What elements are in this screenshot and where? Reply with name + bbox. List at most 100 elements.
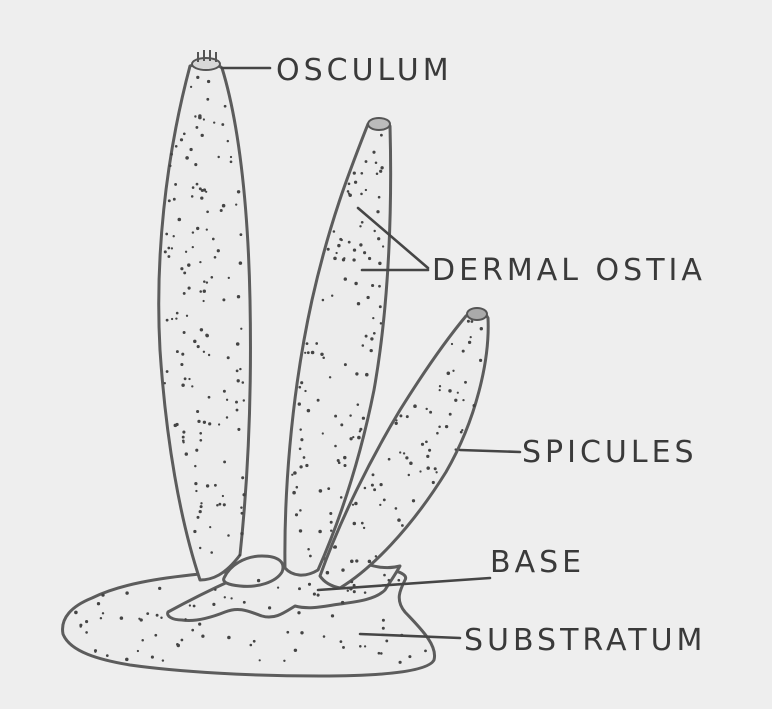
ostium-dot bbox=[352, 504, 354, 506]
ostium-dot bbox=[347, 190, 350, 193]
ostium-dot bbox=[174, 183, 177, 186]
ostium-dot bbox=[200, 196, 203, 199]
ostium-dot bbox=[315, 342, 318, 345]
ostium-dot bbox=[397, 518, 401, 522]
ostium-dot bbox=[239, 368, 241, 370]
ostium-dot bbox=[322, 432, 324, 434]
ostium-dot bbox=[320, 353, 323, 356]
ostium-dot bbox=[190, 86, 192, 88]
ostium-dot bbox=[230, 160, 233, 163]
ostium-dot bbox=[473, 404, 476, 407]
ostium-dot bbox=[125, 658, 129, 662]
ostium-dot bbox=[192, 246, 194, 248]
ostium-dot bbox=[199, 547, 201, 549]
ostium-dot bbox=[354, 502, 358, 506]
ostium-dot bbox=[319, 489, 323, 493]
ostium-dot bbox=[224, 105, 227, 108]
ostium-dot bbox=[191, 195, 194, 198]
ostium-dot bbox=[237, 379, 240, 382]
ostium-dot bbox=[436, 432, 439, 435]
ostium-dot bbox=[237, 190, 240, 193]
ostium-dot bbox=[429, 411, 432, 414]
ostium-dot bbox=[298, 402, 301, 405]
ostium-dot bbox=[194, 482, 197, 485]
ostium-dot bbox=[338, 461, 341, 464]
ostium-dot bbox=[170, 153, 173, 156]
ostium-dot bbox=[395, 419, 397, 421]
ostium-dot bbox=[167, 255, 170, 258]
ostium-dot bbox=[240, 328, 242, 330]
ostium-dot bbox=[277, 586, 279, 588]
ostium-dot bbox=[175, 317, 177, 319]
ostium-dot bbox=[198, 623, 201, 626]
ostium-dot bbox=[164, 382, 166, 384]
ostium-dot bbox=[426, 466, 430, 470]
ostium-dot bbox=[178, 218, 182, 222]
ostium-dot bbox=[347, 589, 349, 591]
ostium-dot bbox=[85, 631, 88, 634]
ostium-dot bbox=[174, 424, 178, 428]
ostium-dot bbox=[372, 473, 375, 476]
ostium-dot bbox=[209, 526, 211, 528]
ostium-dot bbox=[203, 290, 206, 293]
ostium-dot bbox=[403, 452, 405, 454]
ostium-dot bbox=[196, 183, 199, 186]
ostium-dot bbox=[377, 237, 380, 240]
ostium-dot bbox=[348, 192, 350, 194]
ostium-dot bbox=[168, 199, 171, 202]
ostium-dot bbox=[419, 470, 421, 472]
ostium-dot bbox=[239, 554, 241, 556]
ostium-dot bbox=[201, 635, 204, 638]
ostium-dot bbox=[203, 421, 206, 424]
ostium-dot bbox=[201, 134, 204, 137]
ostium-dot bbox=[165, 233, 168, 236]
ostium-dot bbox=[357, 436, 361, 440]
ostium-dot bbox=[137, 650, 139, 652]
ostium-dot bbox=[240, 532, 243, 535]
ostium-dot bbox=[468, 341, 471, 344]
ostium-dot bbox=[199, 261, 201, 263]
ostium-dot bbox=[298, 587, 301, 590]
ostium-dot bbox=[307, 548, 310, 551]
ostium-dot bbox=[323, 635, 326, 638]
ostium-dot bbox=[191, 629, 194, 632]
ostium-dot bbox=[180, 267, 183, 270]
ostium-dot bbox=[359, 225, 361, 227]
ostium-dot bbox=[353, 522, 357, 526]
ostium-dot bbox=[201, 189, 204, 192]
ostium-dot bbox=[359, 243, 362, 246]
ostium-dot bbox=[428, 449, 431, 452]
ostium-dot bbox=[363, 527, 365, 529]
ostium-dot bbox=[322, 299, 325, 302]
ostium-dot bbox=[434, 467, 437, 470]
ostium-dot bbox=[239, 261, 243, 265]
ostium-dot bbox=[364, 645, 366, 647]
ostium-dot bbox=[187, 263, 190, 266]
ostium-dot bbox=[380, 134, 383, 137]
ostium-dot bbox=[205, 191, 207, 193]
ostium-dot bbox=[193, 530, 196, 533]
ostium-dot bbox=[304, 352, 306, 354]
ostium-dot bbox=[186, 315, 188, 317]
ostium-dot bbox=[166, 370, 169, 373]
ostium-dot bbox=[181, 639, 184, 642]
ostium-dot bbox=[378, 285, 381, 288]
ostium-dot bbox=[372, 151, 375, 154]
ostium-dot bbox=[385, 639, 388, 642]
ostium-dot bbox=[181, 353, 184, 356]
ostium-dot bbox=[455, 448, 457, 450]
ostium-dot bbox=[173, 235, 175, 237]
ostium-dot bbox=[217, 249, 220, 252]
ostium-dot bbox=[364, 487, 367, 490]
ostium-dot bbox=[361, 522, 364, 525]
ostium-dot bbox=[388, 579, 391, 582]
ostium-dot bbox=[183, 292, 186, 295]
ostium-dot bbox=[197, 345, 200, 348]
ostium-dot bbox=[169, 164, 172, 167]
ostium-dot bbox=[395, 422, 398, 425]
ostium-dot bbox=[322, 357, 325, 360]
ostium-dot bbox=[235, 401, 238, 404]
ostium-dot bbox=[348, 241, 351, 244]
ostium-dot bbox=[299, 448, 302, 451]
ostium-dot bbox=[298, 386, 301, 389]
